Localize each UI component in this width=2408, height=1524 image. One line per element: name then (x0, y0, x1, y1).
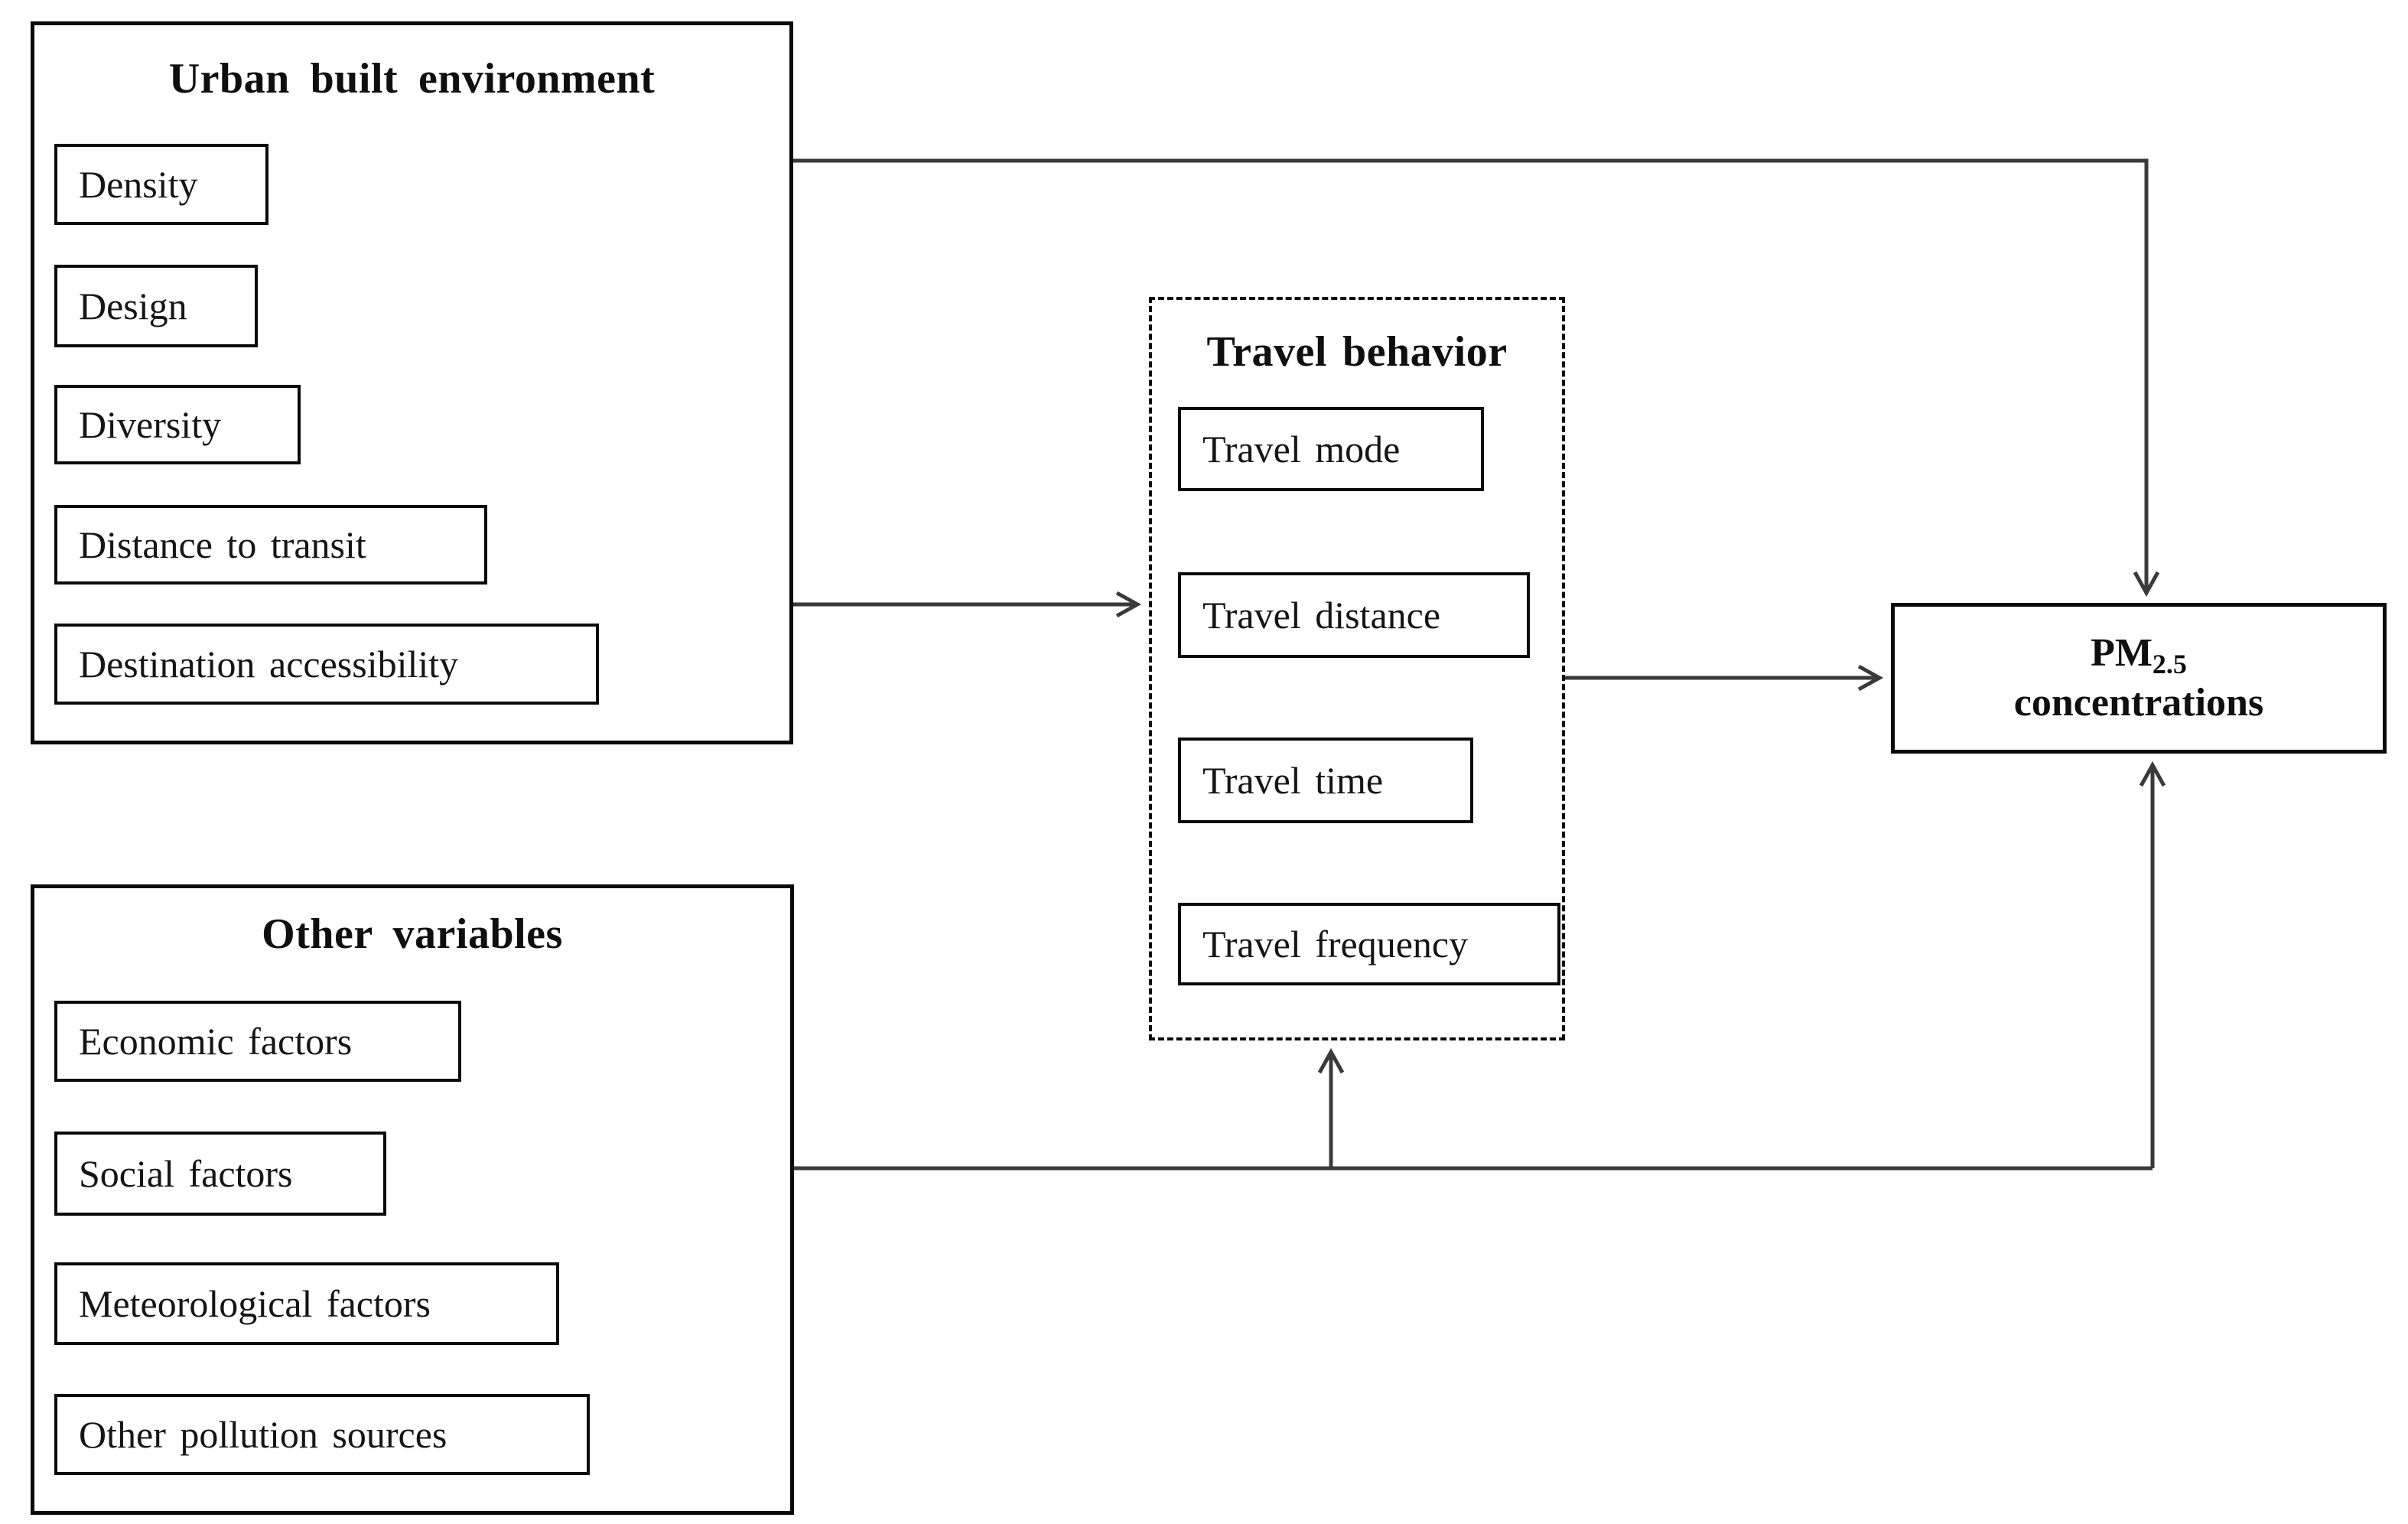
travel-item-travel-frequency: Travel frequency (1178, 903, 1560, 985)
urban-box-title: Urban built environment (168, 55, 656, 103)
pm25-concentrations-box: PM2.5 concentrations (1891, 603, 2387, 754)
other-item-meteorological-factors: Meteorological factors (54, 1262, 559, 1345)
pm25-label: PM2.5 (2091, 630, 2187, 680)
travel-box-title: Travel behavior (1206, 328, 1508, 376)
urban-item-destination-accessibility: Destination accessibility (54, 624, 599, 705)
urban-item-diversity: Diversity (54, 385, 301, 464)
travel-item-travel-time: Travel time (1178, 738, 1473, 823)
other-item-economic-factors: Economic factors (54, 1001, 461, 1082)
urban-item-design: Design (54, 265, 258, 347)
travel-item-travel-mode: Travel mode (1178, 407, 1484, 491)
pm25-label-main: PM (2091, 630, 2153, 675)
other-item-other-pollution-sources: Other pollution sources (54, 1394, 590, 1475)
urban-item-distance-to-transit: Distance to transit (54, 505, 487, 585)
other-item-social-factors: Social factors (54, 1132, 386, 1216)
urban-item-density: Density (54, 144, 268, 225)
other-box-title: Other variables (262, 910, 563, 958)
pm25-label-line2: concentrations (2013, 681, 2264, 725)
travel-item-travel-distance: Travel distance (1178, 572, 1530, 658)
pm25-label-subscript: 2.5 (2152, 648, 2187, 679)
